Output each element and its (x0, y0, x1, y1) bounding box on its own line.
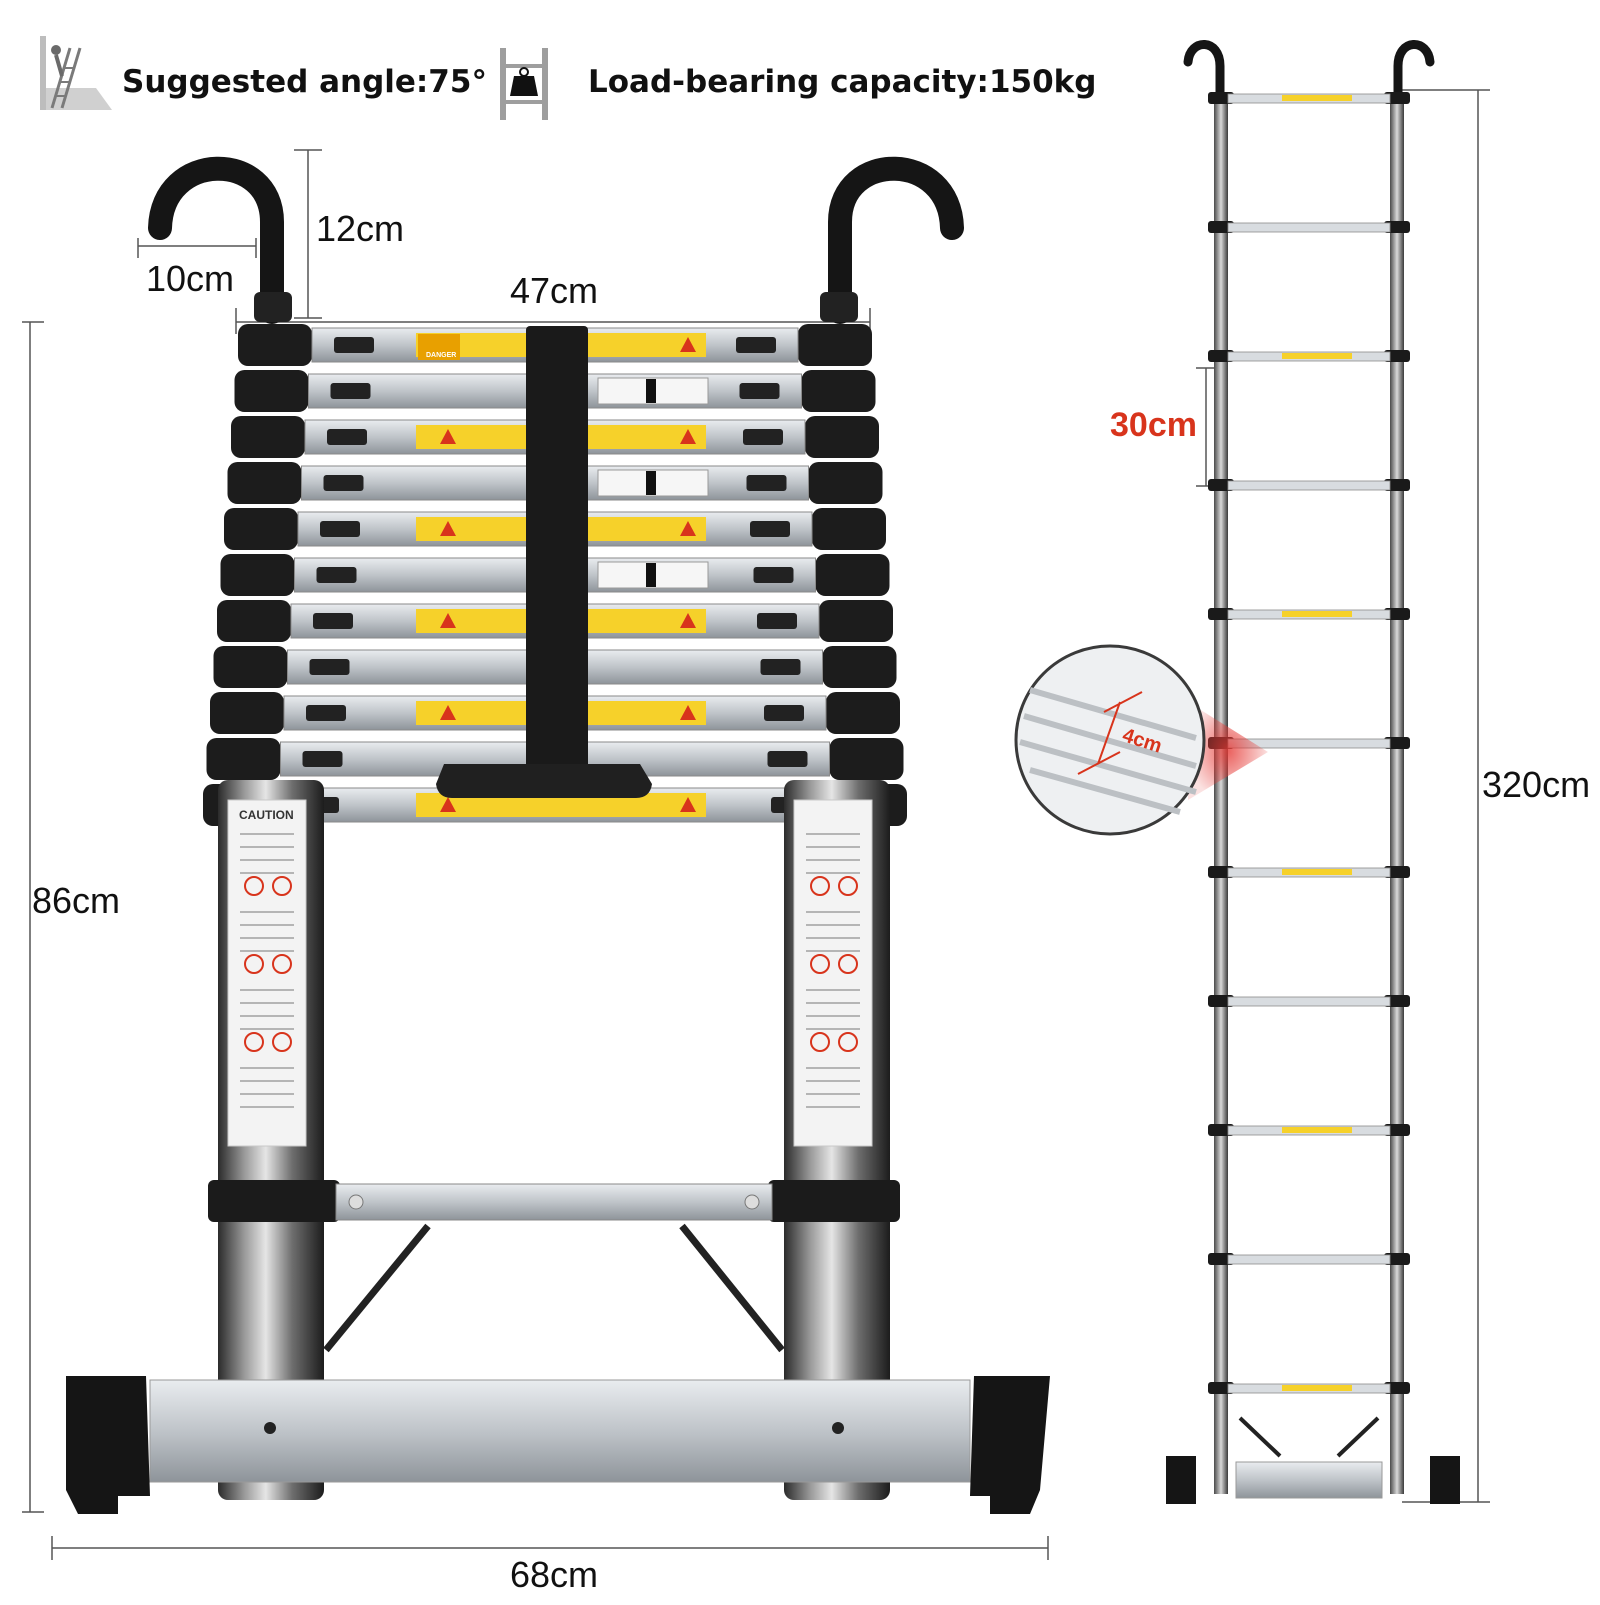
angle-ladder-icon (40, 36, 112, 110)
foot-right (970, 1376, 1050, 1514)
extended-rung (1208, 1124, 1410, 1136)
extended-rung (1208, 995, 1410, 1007)
rung-detail-magnifier (1014, 644, 1268, 836)
extended-height-label: 320cm (1482, 764, 1591, 805)
extended-hooks (1183, 40, 1435, 101)
extended-base (1166, 1416, 1460, 1504)
lower-rung-clamp-left (208, 1180, 340, 1222)
top-width-label: 47cm (510, 270, 599, 311)
extended-rung (1208, 92, 1410, 104)
extended-right-rail (1390, 96, 1404, 1494)
caution-sticker-right (793, 799, 873, 1147)
hook-right (828, 156, 964, 324)
lower-rung-clamp-right (768, 1180, 900, 1222)
hook-height-label: 12cm (316, 208, 405, 249)
closed-height-label: 86cm (32, 880, 121, 921)
danger-label: DANGER (426, 352, 457, 359)
angle-spec-label: Suggested angle:75° (122, 64, 487, 100)
caution-title-left: CAUTION (239, 808, 294, 822)
sticker-text-lines (240, 833, 860, 1108)
rung-spacing-label: 30cm (1110, 406, 1197, 444)
extended-rung (1208, 1253, 1410, 1265)
extended-rung (1208, 608, 1410, 620)
hook-width-label: 10cm (146, 258, 235, 299)
carry-handle (436, 764, 652, 798)
extended-rung (1208, 479, 1410, 491)
extended-rung (1208, 221, 1410, 233)
base-width-label: 68cm (510, 1554, 599, 1595)
extended-rung-stack (1208, 92, 1410, 1394)
cross-braces (323, 1223, 785, 1353)
extended-left-rail (1214, 96, 1228, 1494)
foot-left (66, 1376, 150, 1514)
extended-rung (1208, 1382, 1410, 1394)
extended-rung (1208, 866, 1410, 878)
extended-rung (1208, 350, 1410, 362)
lower-rung (335, 1183, 773, 1221)
hook-left (148, 156, 284, 324)
velcro-strap (526, 326, 588, 784)
caution-sticker-left (227, 799, 307, 1147)
load-spec-label: Load-bearing capacity:150kg (588, 64, 1097, 100)
dimension-lines (22, 89, 1490, 1560)
weight-load-icon (500, 48, 548, 120)
